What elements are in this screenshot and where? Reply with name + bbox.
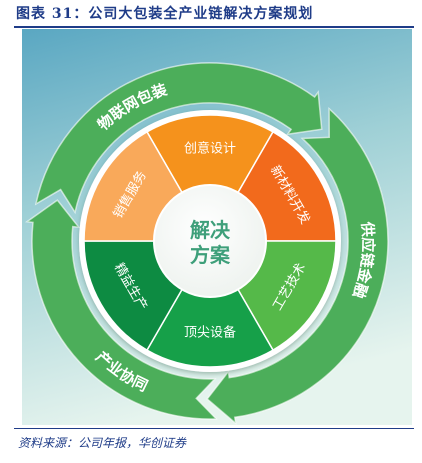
center-label-line2: 方案 [190,243,231,267]
center-circle [153,184,267,298]
inner-segment [145,239,275,368]
diagram-panel: 物联网包装供应链金融产业协同 创意设计新材料开发工艺技术顶尖设备精益生产销售服务… [22,29,412,425]
figure-title: 图表 31：公司大包装全产业链解决方案规划 [16,6,314,22]
inner-segment [145,114,275,243]
inner-segment-label: 顶尖设备 [184,325,236,341]
outer-ring-arrow [24,199,218,420]
source-rule [14,428,414,429]
outer-ring-arrow [206,107,389,425]
outer-ring-arrow [34,62,323,215]
inner-segment-label: 创意设计 [184,141,236,157]
figure-source: 资料来源：公司年报，华创证券 [18,436,187,450]
title-rule [14,26,414,28]
center-label-line1: 解决 [190,218,231,242]
